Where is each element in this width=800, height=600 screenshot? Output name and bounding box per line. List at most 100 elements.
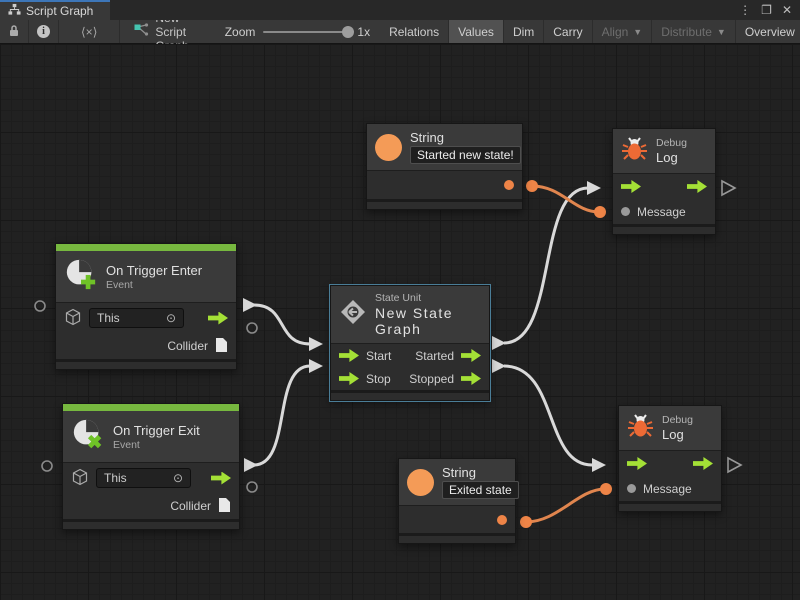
node-subtitle: Event — [113, 438, 140, 451]
node-subtitle: Debug — [662, 414, 693, 426]
node-debug-log-bottom[interactable]: Debug Log Message — [618, 405, 722, 512]
stop-input-port[interactable] — [339, 372, 359, 385]
zoom-control: Zoom 1x — [199, 20, 380, 43]
stopped-output-port[interactable] — [461, 372, 481, 385]
bug-icon — [627, 412, 654, 444]
this-object-field[interactable]: This ⊙ — [89, 308, 184, 328]
target-picker-icon[interactable]: ⊙ — [165, 311, 176, 325]
node-string-bottom[interactable]: String Exited state — [398, 458, 519, 544]
event-green-bar — [56, 244, 236, 251]
collider-label: Collider — [170, 499, 211, 513]
node-on-trigger-enter[interactable]: On Trigger Enter Event This ⊙ — [55, 243, 237, 370]
zoom-value: 1x — [357, 24, 371, 39]
target-picker-icon[interactable]: ⊙ — [172, 471, 183, 485]
node-subtitle: Debug — [656, 137, 687, 149]
bug-icon — [621, 135, 648, 167]
node-subtitle: Event — [106, 278, 133, 291]
empty-flow-triangles[interactable] — [721, 179, 743, 474]
node-title: String — [442, 465, 476, 480]
node-header: On Trigger Enter Event — [56, 251, 236, 302]
lock-icon — [8, 24, 20, 40]
started-output-port[interactable] — [461, 349, 481, 362]
node-footer — [367, 199, 522, 209]
gameobject-cube-icon — [64, 308, 82, 329]
distribute-dropdown[interactable]: Distribute ▼ — [652, 20, 736, 43]
dim-button[interactable]: Dim — [503, 20, 545, 43]
message-input-port[interactable] — [621, 207, 630, 216]
node-header: Debug Log — [613, 129, 715, 173]
menu-icon[interactable]: ⋮ — [739, 3, 752, 17]
message-input-port[interactable] — [627, 484, 636, 493]
value-wires — [525, 184, 606, 524]
flow-output-port[interactable] — [687, 180, 707, 193]
node-footer — [399, 533, 515, 543]
graph-canvas[interactable]: String Started new state! Debug Log — [0, 44, 800, 600]
message-label: Message — [637, 204, 686, 219]
event-green-bar — [63, 404, 239, 411]
node-title: Log — [656, 150, 678, 165]
flow-input-port[interactable] — [627, 457, 647, 470]
node-footer — [619, 501, 721, 511]
window-controls: ⋮ ❐ ✕ — [739, 0, 800, 20]
code-icon: ⟨×⟩ — [81, 24, 98, 39]
node-header: Debug Log — [619, 406, 721, 450]
maximize-icon[interactable]: ❐ — [761, 3, 772, 17]
node-on-trigger-exit[interactable]: On Trigger Exit Event This ⊙ — [62, 403, 240, 530]
collider-doc-icon — [218, 497, 231, 516]
node-header: String Exited state — [399, 459, 519, 505]
start-label: Start — [366, 348, 392, 363]
zoom-slider-handle[interactable] — [342, 25, 355, 38]
tab-bar: Script Graph ⋮ ❐ ✕ — [0, 0, 800, 20]
flow-output-port[interactable] — [208, 311, 228, 325]
state-machine-icon — [339, 298, 367, 331]
info-button[interactable]: i — [29, 20, 59, 43]
close-icon[interactable]: ✕ — [781, 3, 792, 17]
flow-output-port[interactable] — [693, 457, 713, 470]
zoom-label: Zoom — [224, 24, 256, 39]
collider-doc-icon — [215, 337, 228, 356]
string-value-field[interactable]: Exited state — [442, 481, 519, 499]
tab-title: Script Graph — [26, 4, 94, 18]
this-object-field[interactable]: This ⊙ — [96, 468, 191, 488]
tab-script-graph[interactable]: Script Graph — [0, 0, 110, 20]
node-title: On Trigger Enter — [106, 262, 203, 278]
code-preview-button[interactable]: ⟨×⟩ — [59, 20, 121, 43]
node-header: State Unit New State Graph — [331, 286, 489, 343]
flow-output-port[interactable] — [211, 471, 231, 485]
string-output-port[interactable] — [497, 514, 507, 525]
string-literal-icon — [407, 468, 434, 496]
overview-button[interactable]: Overview — [735, 20, 800, 43]
node-state-unit[interactable]: State Unit New State Graph Start Started… — [330, 285, 490, 401]
lock-button[interactable] — [0, 20, 29, 43]
graph-toolbar: i ⟨×⟩ New Script Graph Zoom 1x Relations… — [0, 11, 800, 53]
values-button[interactable]: Values — [449, 20, 504, 43]
flow-input-port[interactable] — [621, 180, 641, 193]
carry-button[interactable]: Carry — [544, 20, 593, 43]
node-footer — [613, 224, 715, 234]
node-subtitle: State Unit — [375, 292, 422, 304]
node-title: Log — [662, 427, 684, 442]
node-footer — [56, 359, 236, 369]
chevron-down-icon: ▼ — [633, 26, 643, 37]
collider-label: Collider — [167, 339, 208, 353]
string-output-port[interactable] — [504, 180, 514, 190]
node-debug-log-top[interactable]: Debug Log Message — [612, 128, 716, 235]
node-title: New State Graph — [375, 305, 454, 337]
hierarchy-icon — [8, 3, 21, 19]
string-value-field[interactable]: Started new state! — [410, 146, 521, 164]
node-string-top[interactable]: String Started new state! — [366, 123, 523, 210]
value-wire-dots — [520, 180, 612, 528]
string-literal-icon — [375, 133, 402, 161]
start-input-port[interactable] — [339, 349, 359, 362]
align-dropdown[interactable]: Align ▼ — [592, 20, 653, 43]
node-title: On Trigger Exit — [113, 422, 200, 438]
node-header: String Started new state! — [367, 124, 522, 170]
graph-name-label: New Script Graph — [120, 11, 198, 53]
zoom-slider[interactable] — [263, 25, 355, 38]
node-title: String — [410, 130, 444, 145]
graph-node-icon — [134, 23, 149, 40]
node-header: On Trigger Exit Event — [63, 411, 239, 462]
relations-button[interactable]: Relations — [380, 20, 450, 43]
toolbar-right-group: Relations Values Dim Carry Align ▼ Distr… — [380, 20, 800, 43]
